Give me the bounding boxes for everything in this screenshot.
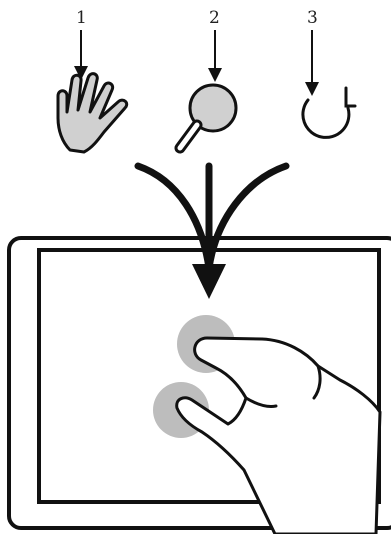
rotate-icon (303, 88, 355, 137)
pointer-arrow-two (208, 30, 222, 82)
pointer-arrow-three (305, 30, 319, 96)
label-three: 3 (307, 8, 318, 28)
hand-icon (58, 74, 127, 152)
pointer-arrow-one (74, 30, 88, 80)
label-one: 1 (76, 8, 87, 28)
magnifier-icon (180, 85, 236, 148)
converging-arrowhead (192, 264, 226, 299)
label-two: 2 (209, 8, 220, 28)
converging-arrows (138, 166, 286, 268)
